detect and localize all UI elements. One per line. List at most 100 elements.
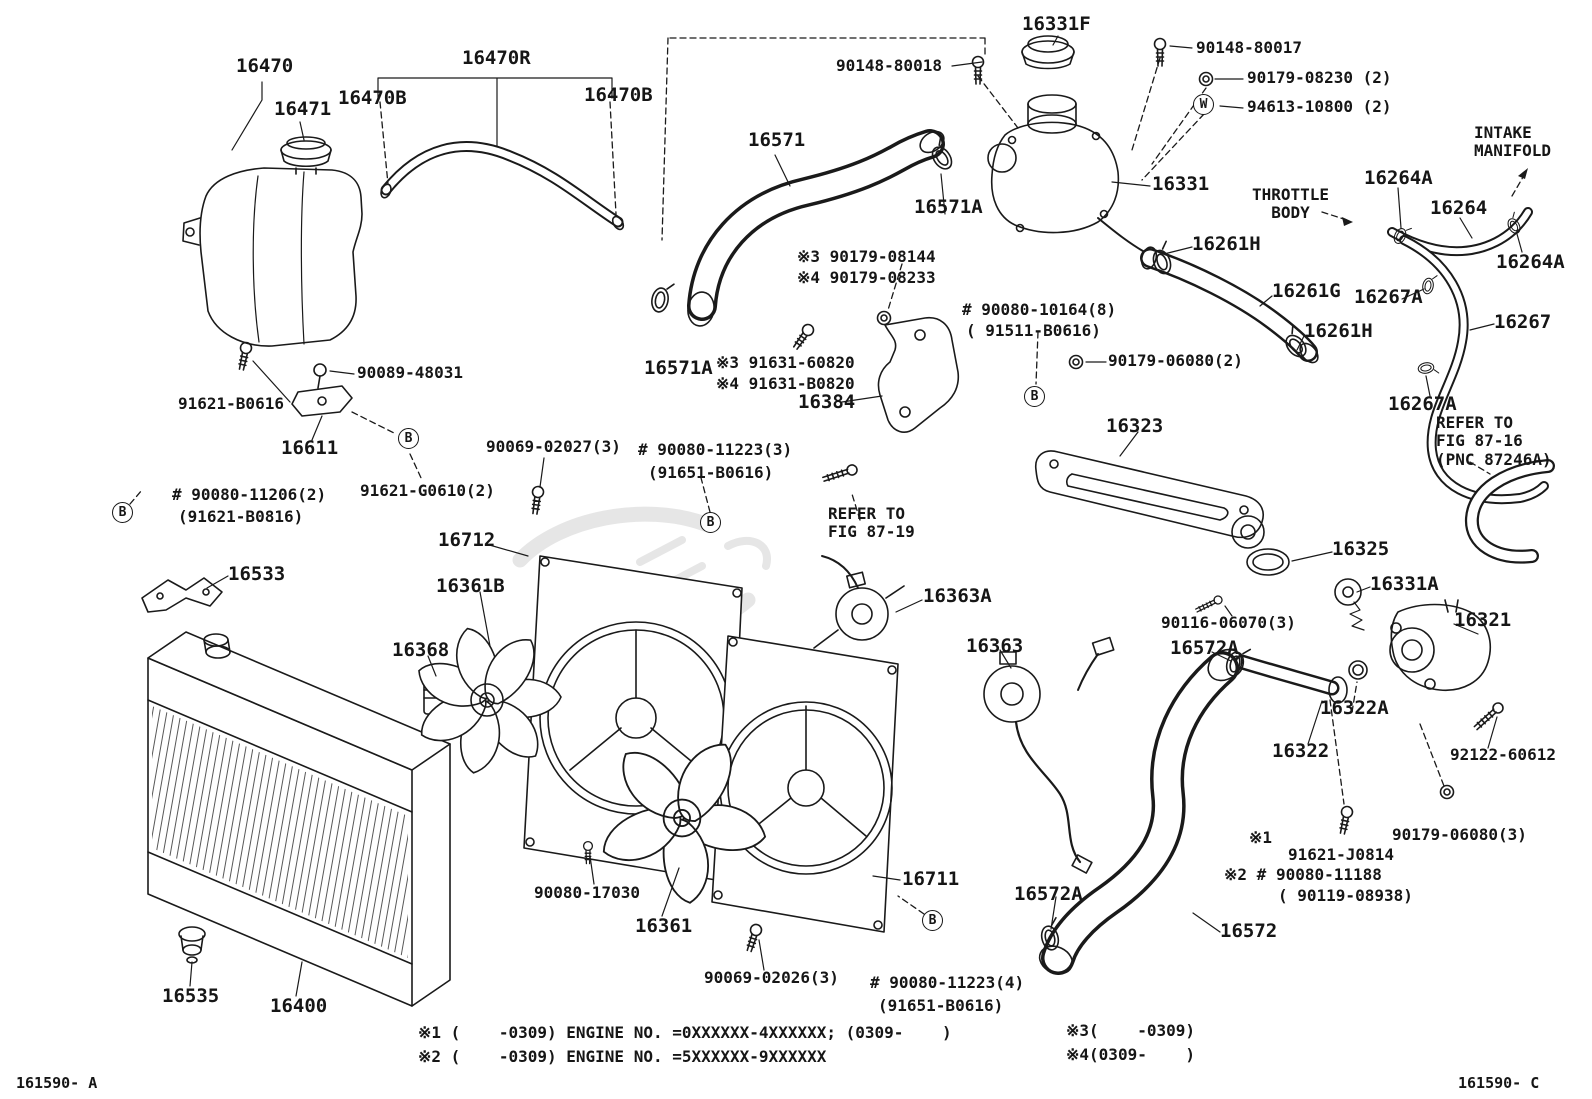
part-label-90179-06080-3: 90179-06080(3) — [1392, 825, 1527, 844]
fan-motor-16363A — [813, 555, 905, 649]
callout-circle-b: B — [112, 502, 133, 523]
part-label-16470: 16470 — [236, 55, 294, 77]
part-label-90080-10164-8: # 90080-10164(8) — [962, 300, 1117, 319]
hose-16267 — [1399, 235, 1549, 505]
leader-lines-dashed — [129, 37, 1527, 915]
part-label-91621-g0610-2: 91621-G0610(2) — [360, 481, 495, 500]
part-label-90116-06070-3: 90116-06070(3) — [1161, 613, 1296, 632]
part-label-16267: 16267 — [1494, 311, 1552, 333]
part-label-16363: 16363 — [966, 635, 1024, 657]
part-label-91511-b0616: ( 91511-B0616) — [966, 321, 1101, 340]
part-label-90069-02026-3: 90069-02026(3) — [704, 968, 839, 987]
part-label-16261h: 16261H — [1304, 320, 1373, 342]
part-label-16368: 16368 — [392, 639, 450, 661]
part-label-90148-80018: 90148-80018 — [836, 56, 942, 75]
part-label-16471: 16471 — [274, 98, 332, 120]
part-label-91621-b0816: (91621-B0816) — [178, 507, 304, 526]
part-label-16361: 16361 — [635, 915, 693, 937]
drawing-number-left: 161590- A — [16, 1074, 98, 1092]
part-label-16470r: 16470R — [462, 47, 531, 69]
part-label-16331f: 16331F — [1022, 13, 1091, 35]
thermostat-16325-16331A — [1246, 548, 1365, 631]
part-label-4-91631-b0820: ※4 91631-B0820 — [716, 374, 855, 393]
part-label-2-90080-11188: ※2 # 90080-11188 — [1224, 865, 1382, 884]
part-label-16261g: 16261G — [1272, 280, 1341, 302]
footnote-2: ※2 ( -0309) ENGINE NO. =5XXXXXX-9XXXXXX — [418, 1047, 827, 1066]
radiator-16400 — [147, 631, 451, 1007]
part-label-16611: 16611 — [281, 437, 339, 459]
part-label-16363a: 16363A — [923, 585, 992, 607]
part-label-4-90179-08233: ※4 90179-08233 — [797, 268, 936, 287]
part-label-16533: 16533 — [228, 563, 286, 585]
part-label-16264: 16264 — [1430, 197, 1488, 219]
part-label-16331: 16331 — [1152, 173, 1210, 195]
part-label-92122-60612: 92122-60612 — [1450, 745, 1556, 764]
water-outlet-16323 — [1034, 450, 1265, 549]
part-label-90179-08230-2: 90179-08230 (2) — [1247, 68, 1392, 87]
part-label-16571: 16571 — [748, 129, 806, 151]
part-label-refer-to-fig-87-16-pnc-87246a: REFER TO FIG 87-16 (PNC 87246A) — [1436, 413, 1552, 469]
part-label-90080-11223-4: # 90080-11223(4) — [870, 973, 1025, 992]
part-label-90089-48031: 90089-48031 — [357, 363, 463, 382]
part-label-16331a: 16331A — [1370, 573, 1439, 595]
part-label-91651-b0616: (91651-B0616) — [648, 463, 774, 482]
footnote-3: ※3( -0309) — [1066, 1021, 1195, 1040]
part-label-90069-02027-3: 90069-02027(3) — [486, 437, 621, 456]
inlet-pipe-16322 — [1234, 654, 1368, 704]
part-label-90080-11223-3: # 90080-11223(3) — [638, 440, 793, 459]
part-label-91651-b0616: (91651-B0616) — [878, 996, 1004, 1015]
fan-motor-16363 — [983, 636, 1115, 874]
part-label-intake-manifold: INTAKE MANIFOLD — [1474, 123, 1552, 161]
part-label-16361b: 16361B — [436, 575, 505, 597]
leader-lines-solid — [189, 35, 1523, 997]
part-label-16571a: 16571A — [914, 196, 983, 218]
part-label-16267a: 16267A — [1354, 286, 1423, 308]
part-label-16264a: 16264A — [1364, 167, 1433, 189]
part-label-16400: 16400 — [270, 995, 328, 1017]
heater-hose-ref-87246A — [1464, 459, 1555, 564]
part-label-16264a: 16264A — [1496, 251, 1565, 273]
hose-16470R — [380, 141, 625, 231]
callout-circle-b: B — [922, 910, 943, 931]
callout-circle-w: W — [1193, 94, 1214, 115]
fan-16361B — [410, 623, 562, 778]
part-label-refer-to-fig-87-19: REFER TO FIG 87-19 — [828, 504, 915, 542]
part-label-16711: 16711 — [902, 868, 960, 890]
part-label-94613-10800-2: 94613-10800 (2) — [1247, 97, 1392, 116]
water-inlet-16331 — [987, 35, 1149, 255]
part-label-throttle-body: THROTTLE BODY — [1252, 185, 1330, 223]
part-label-16322: 16322 — [1272, 740, 1330, 762]
part-label-16572a: 16572A — [1014, 883, 1083, 905]
part-label-90179-06080-2: 90179-06080(2) — [1108, 351, 1243, 370]
part-label-91621-b0616: 91621-B0616 — [178, 394, 284, 413]
part-label-16267a: 16267A — [1388, 393, 1457, 415]
hose-16571 — [687, 129, 945, 327]
part-label-16323: 16323 — [1106, 415, 1164, 437]
callout-circle-b: B — [1024, 386, 1045, 407]
part-label-16535: 16535 — [162, 985, 220, 1007]
hose-16572 — [1038, 648, 1243, 975]
part-label-16261h: 16261H — [1192, 233, 1261, 255]
part-label-16572a: 16572A — [1170, 637, 1239, 659]
callout-circle-b: B — [700, 512, 721, 533]
part-label-16321: 16321 — [1454, 609, 1512, 631]
water-inlet-housing-16321 — [1389, 599, 1492, 692]
part-label-16470b: 16470B — [584, 84, 653, 106]
part-label-90080-11206-2: # 90080-11206(2) — [172, 485, 327, 504]
part-label-16325: 16325 — [1332, 538, 1390, 560]
part-label-16712: 16712 — [438, 529, 496, 551]
part-label-16470b: 16470B — [338, 87, 407, 109]
part-label-16322a: 16322A — [1320, 697, 1389, 719]
part-label-90148-80017: 90148-80017 — [1196, 38, 1302, 57]
part-label-91621-j0814: 91621-J0814 — [1288, 845, 1394, 864]
part-label-3-90179-08144: ※3 90179-08144 — [797, 247, 936, 266]
callout-circle-b: B — [398, 428, 419, 449]
footnote-4: ※4(0309- ) — [1066, 1045, 1195, 1064]
reservoir-tank-16470 — [182, 136, 363, 347]
part-label-1: ※1 — [1249, 828, 1273, 847]
fan-16361 — [594, 732, 772, 905]
part-label-16571a: 16571A — [644, 357, 713, 379]
